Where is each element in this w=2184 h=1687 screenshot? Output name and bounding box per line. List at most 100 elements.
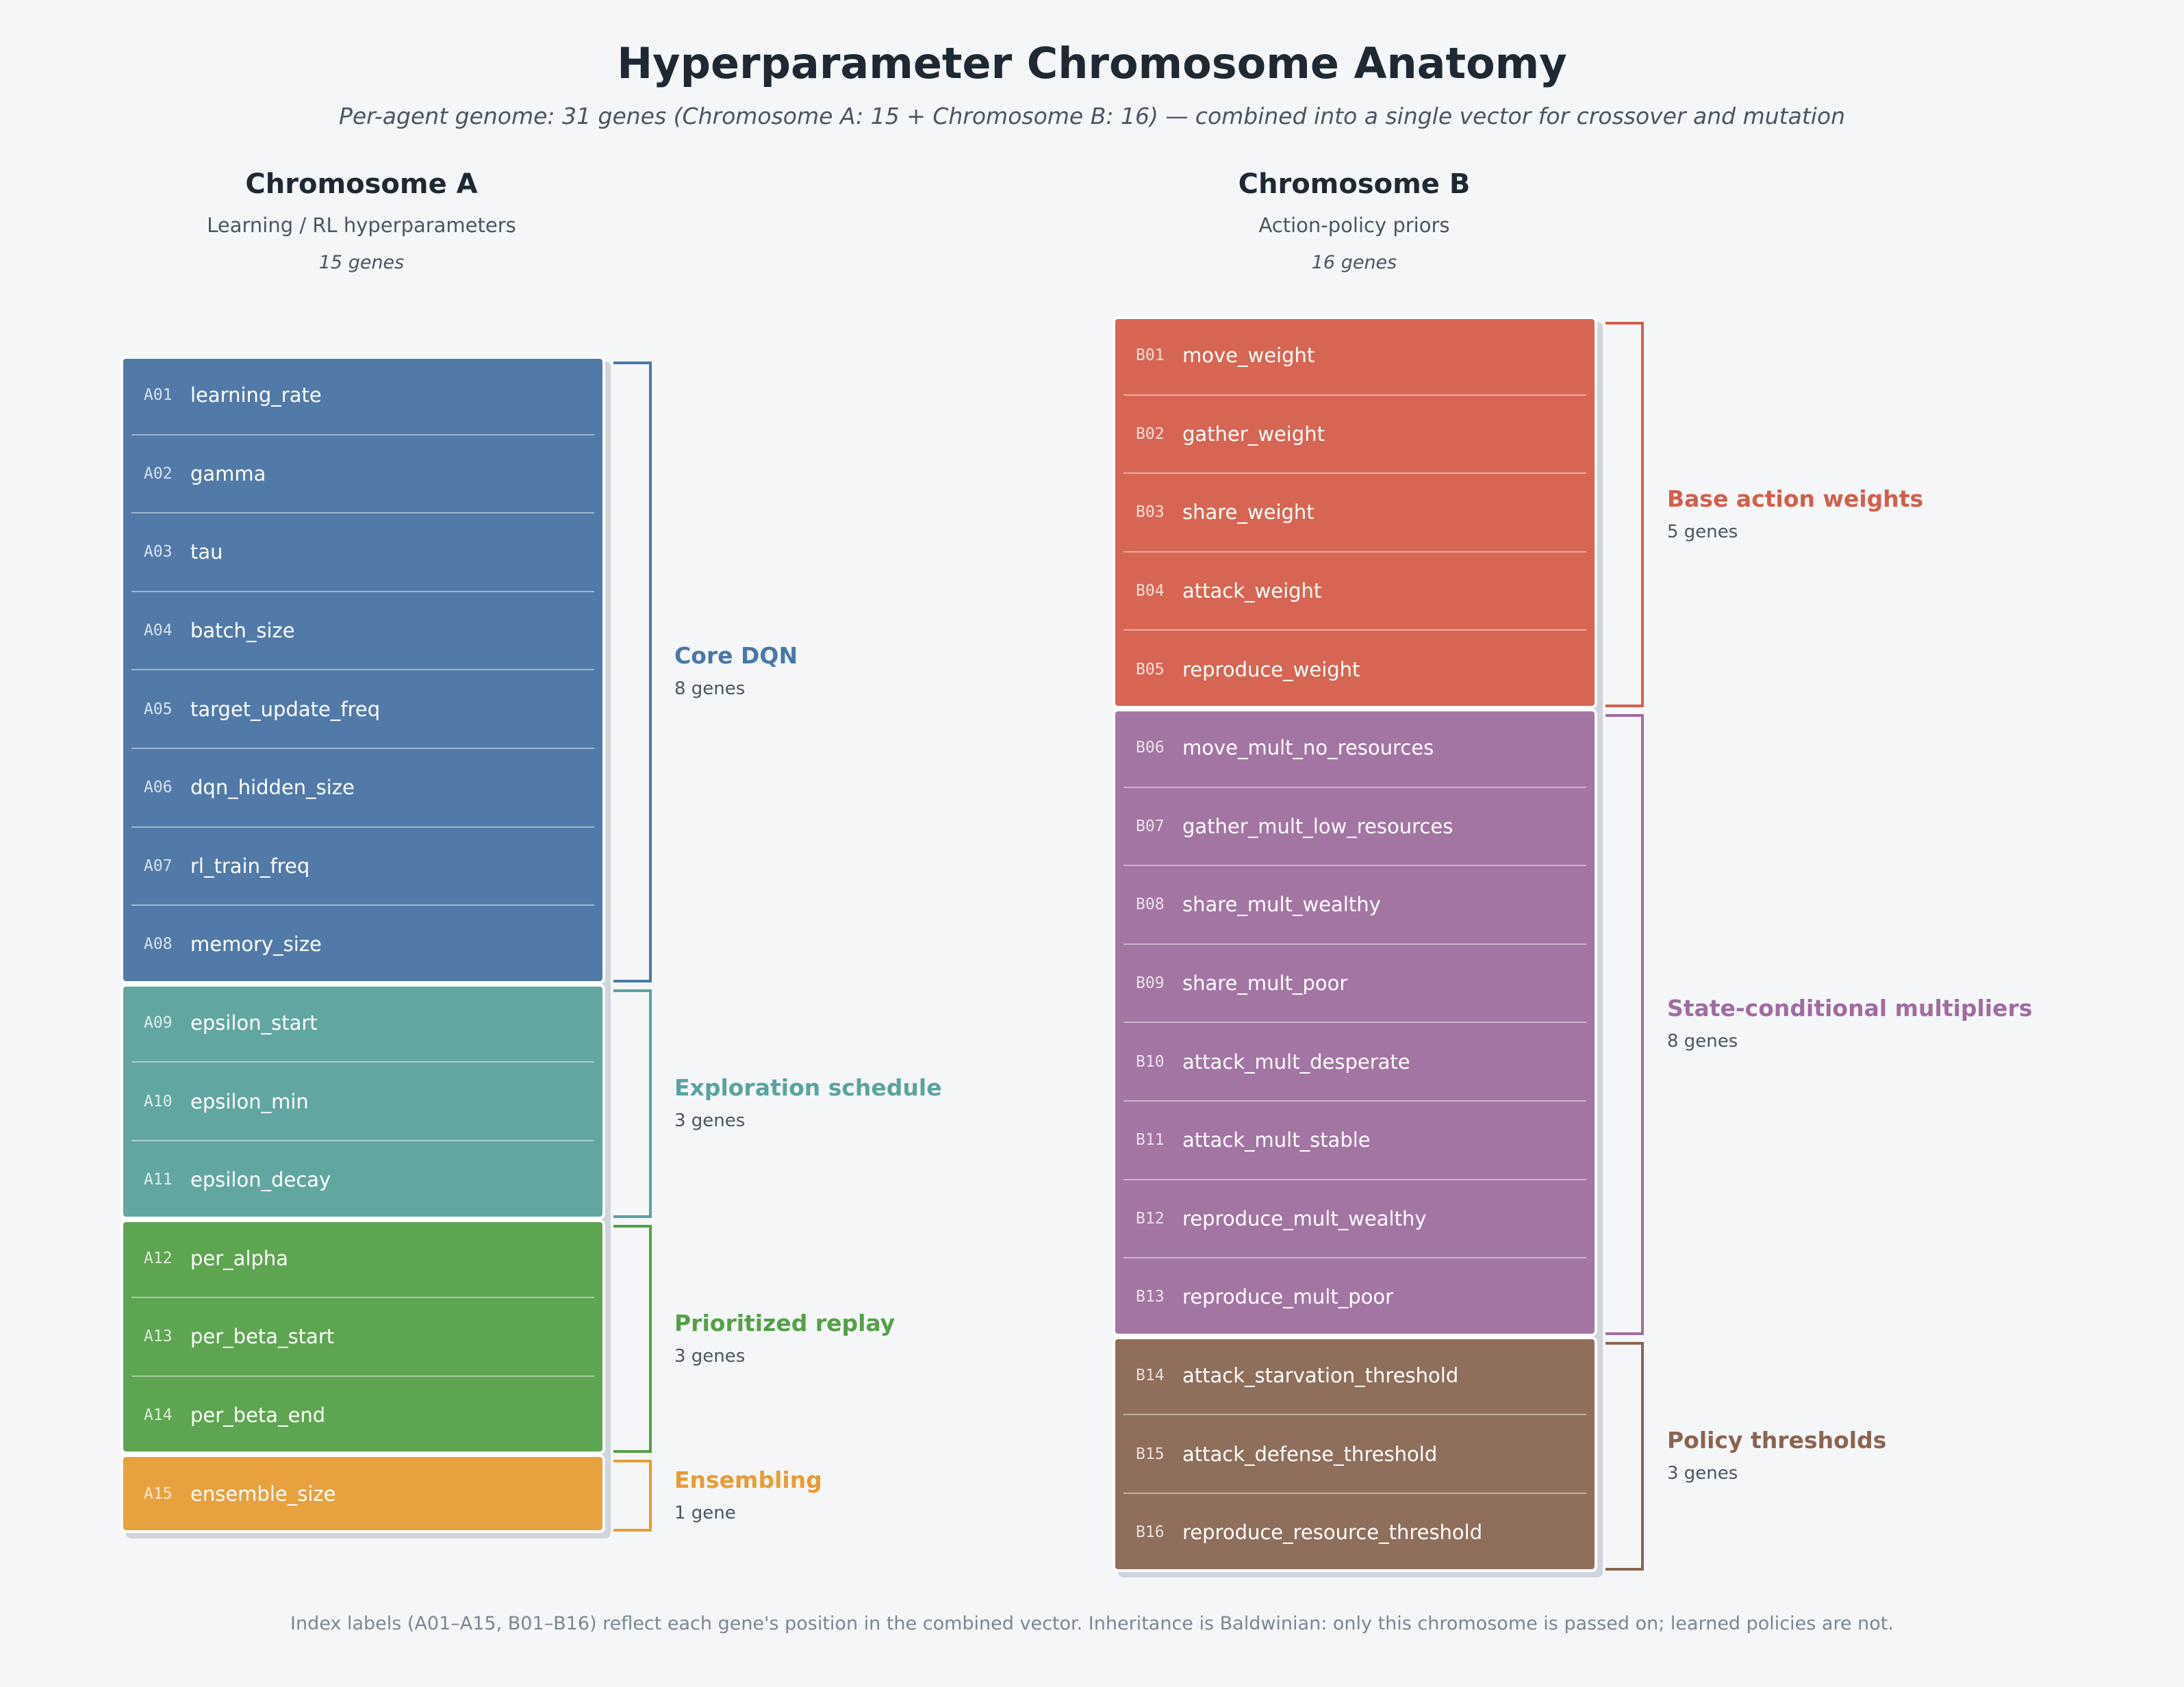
gene-divider (1123, 1178, 1586, 1180)
gene-name: tau (190, 540, 223, 564)
gene-name: attack_mult_stable (1182, 1128, 1371, 1152)
group-bracket (1605, 322, 1644, 707)
chromosome-a-subtitle: Learning / RL hyperparameters (207, 214, 516, 237)
group-label-count: 8 genes (1667, 1031, 1738, 1052)
gene-index: B11 (1136, 1131, 1165, 1150)
gene-index: A03 (144, 543, 173, 561)
gene-name: gather_weight (1182, 422, 1325, 446)
gene-name: gamma (190, 461, 266, 485)
chromosome-b-subtitle: Action-policy priors (1258, 214, 1450, 237)
gene-row: A13 per_beta_start (123, 1297, 602, 1376)
group-bracket (1605, 714, 1644, 1335)
gene-index: B10 (1136, 1052, 1165, 1071)
gene-index: B13 (1136, 1288, 1165, 1306)
gene-divider (1123, 1492, 1586, 1494)
gene-divider (1123, 472, 1586, 474)
gene-name: attack_starvation_threshold (1182, 1364, 1459, 1388)
gene-name: reproduce_mult_wealthy (1182, 1206, 1427, 1230)
gene-row: B01 move_weight (1115, 316, 1595, 395)
gene-name: epsilon_start (190, 1011, 318, 1035)
gene-index: A15 (144, 1484, 173, 1503)
gene-index: B12 (1136, 1209, 1165, 1228)
group-label-name: Core DQN (674, 642, 798, 670)
group-label-count: 1 gene (674, 1502, 736, 1523)
gene-index: B04 (1136, 582, 1165, 600)
chromosome-b-header: Chromosome B Action-policy priors 16 gen… (1108, 168, 1601, 273)
gene-index: B07 (1136, 817, 1165, 835)
gene-index: B08 (1136, 896, 1165, 914)
gene-name: move_weight (1182, 344, 1315, 368)
gene-index: B09 (1136, 974, 1165, 993)
gene-name: reproduce_resource_threshold (1182, 1521, 1483, 1545)
group-label-name: Prioritized replay (674, 1309, 896, 1336)
gene-row: B12 reproduce_mult_wealthy (1115, 1180, 1595, 1258)
group-label-name: Ensembling (674, 1466, 822, 1493)
gene-name: dqn_hidden_size (190, 776, 355, 800)
gene-name: per_alpha (190, 1246, 289, 1270)
group-label-count: 3 genes (1667, 1462, 1738, 1484)
gene-row: A06 dqn_hidden_size (123, 748, 602, 827)
gene-name: rl_train_freq (190, 854, 310, 878)
gene-name: reproduce_weight (1182, 657, 1360, 681)
gene-name: move_mult_no_resources (1182, 736, 1434, 760)
gene-divider (131, 1297, 594, 1299)
group-bracket (613, 1224, 652, 1454)
gene-index: B02 (1136, 424, 1165, 443)
group-label-name: Base action weights (1667, 485, 1924, 512)
gene-divider (1123, 1100, 1586, 1102)
gene-name: target_update_freq (190, 697, 381, 721)
gene-name: per_beta_start (190, 1325, 335, 1349)
gene-row: A01 learning_rate (123, 356, 602, 435)
gene-index: A11 (144, 1171, 173, 1189)
gene-index: A10 (144, 1092, 173, 1111)
gene-index: A06 (144, 778, 173, 797)
gene-row: B07 gather_mult_low_resources (1115, 787, 1595, 866)
group-bracket (1605, 1341, 1644, 1571)
gene-index: A13 (144, 1328, 173, 1346)
gene-name: batch_size (190, 619, 295, 643)
gene-index: A02 (144, 464, 173, 483)
chromosome-b-count: 16 genes (1311, 252, 1397, 273)
gene-name: per_beta_end (190, 1404, 326, 1428)
gene-index: B01 (1136, 346, 1165, 365)
gene-divider (1123, 865, 1586, 867)
chromosome-b-title: Chromosome B (1238, 168, 1471, 200)
gene-row: B11 attack_mult_stable (1115, 1101, 1595, 1180)
gene-name: attack_mult_desperate (1182, 1050, 1410, 1074)
gene-divider (131, 826, 594, 828)
gene-divider (131, 669, 594, 671)
gene-row: A03 tau (123, 513, 602, 592)
gene-divider (1123, 943, 1586, 945)
gene-name: attack_weight (1182, 579, 1322, 603)
chromosome-a-title: Chromosome A (245, 168, 478, 200)
gene-divider (131, 1061, 594, 1063)
gene-index: B05 (1136, 660, 1165, 678)
gene-divider (131, 590, 594, 592)
group-label: Core DQN 8 genes (674, 642, 798, 699)
gene-name: epsilon_decay (190, 1168, 331, 1192)
gene-index: A01 (144, 386, 173, 405)
gene-row: B04 attack_weight (1115, 552, 1595, 631)
group-label-count: 8 genes (674, 678, 746, 700)
group-label: Ensembling 1 gene (674, 1467, 822, 1523)
gene-divider (131, 1375, 594, 1377)
gene-name: gather_mult_low_resources (1182, 814, 1453, 838)
gene-name: learning_rate (190, 383, 322, 407)
